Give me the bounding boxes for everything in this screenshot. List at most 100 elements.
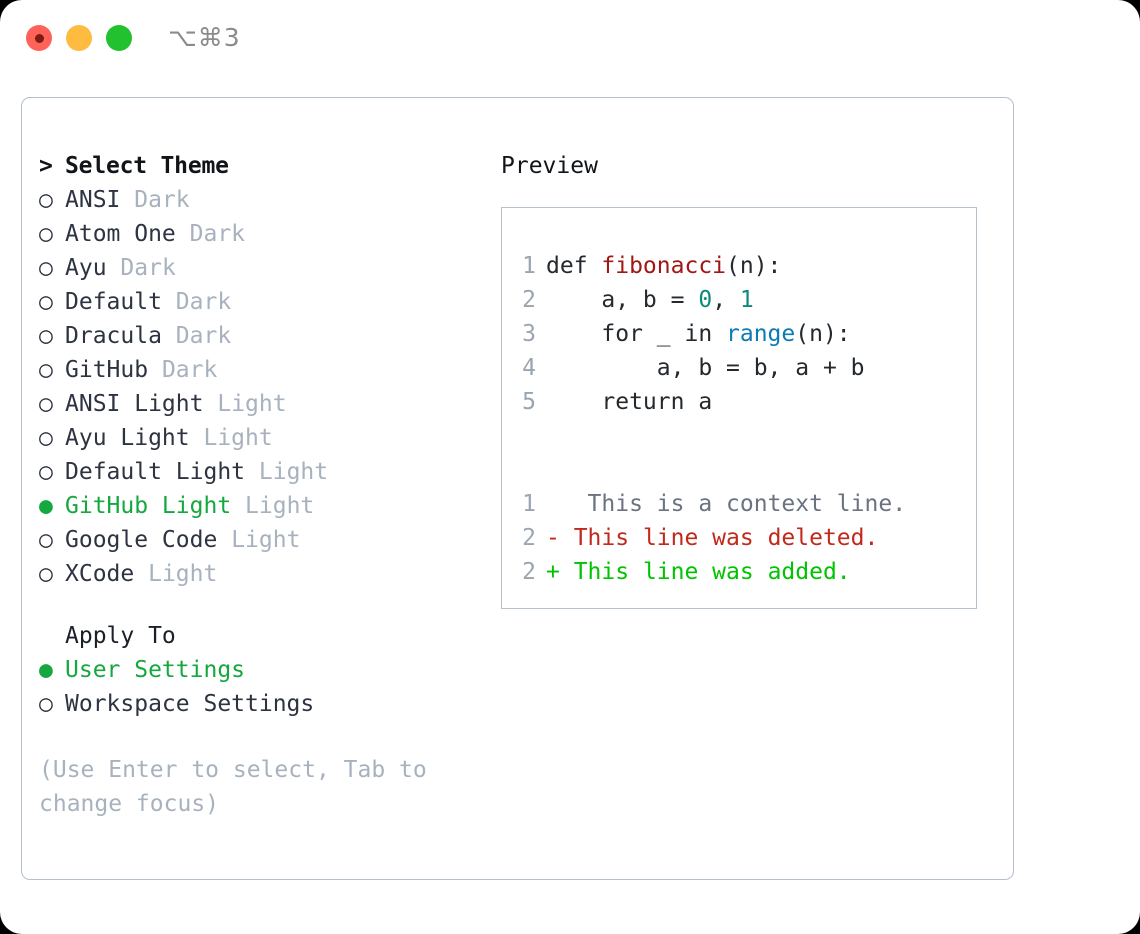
list-item[interactable]: ○ XCode Light <box>39 557 489 591</box>
list-item[interactable]: ○ ANSI Light Light <box>39 387 489 421</box>
code-token-number: 1 <box>739 287 754 313</box>
theme-category: Dark <box>120 255 176 281</box>
theme-name: ANSI Light <box>65 391 204 417</box>
code-line: 2 a, b = 0, 1 <box>502 283 976 317</box>
radio-icon[interactable]: ○ <box>39 527 53 553</box>
list-item[interactable]: ○ GitHub Dark <box>39 353 489 387</box>
radio-icon[interactable]: ○ <box>39 691 53 717</box>
radio-icon[interactable]: ○ <box>39 221 53 247</box>
line-number: 1 <box>522 491 536 517</box>
list-item[interactable]: ○ ANSI Dark <box>39 183 489 217</box>
theme-category: Dark <box>189 221 246 247</box>
list-item-selected[interactable]: ● GitHub Light Light <box>39 489 489 523</box>
theme-picker-title: Select Theme <box>65 153 229 179</box>
line-number: 4 <box>522 355 536 381</box>
theme-name: Default <box>65 289 162 315</box>
radio-icon[interactable]: ○ <box>39 255 53 281</box>
list-item[interactable]: ○ Ayu Light Light <box>39 421 489 455</box>
code-token: def <box>546 253 602 279</box>
diff-sign: + <box>546 559 560 585</box>
code-blank-line <box>502 419 976 453</box>
code-token: (n): <box>726 253 782 279</box>
window-controls <box>26 25 132 51</box>
line-number: 2 <box>522 559 536 585</box>
diff-line-added: 2 + This line was added. <box>502 555 976 589</box>
theme-name: XCode <box>65 561 135 587</box>
list-item[interactable]: ○ Dracula Dark <box>39 319 489 353</box>
theme-name: GitHub <box>65 357 149 383</box>
line-number: 5 <box>522 389 536 415</box>
code-content: a, b = 0, 1 <box>546 283 754 317</box>
minimize-button[interactable] <box>66 25 92 51</box>
diff-sign <box>546 487 560 521</box>
radio-icon[interactable]: ○ <box>39 289 53 315</box>
apply-to-option-user-settings[interactable]: ● User Settings <box>39 653 489 687</box>
radio-icon[interactable]: ○ <box>39 425 53 451</box>
keyboard-shortcut-label: ⌥⌘3 <box>168 23 241 52</box>
apply-to-header: Apply To <box>39 619 489 653</box>
diff-sign: - <box>546 525 560 551</box>
theme-picker-header: > Select Theme <box>39 149 489 183</box>
list-item[interactable]: ○ Ayu Dark <box>39 251 489 285</box>
code-content: return a <box>546 385 712 419</box>
preview-title: Preview <box>501 153 598 179</box>
code-line: 5 return a <box>502 385 976 419</box>
theme-name: ANSI <box>65 187 121 213</box>
apply-to-option-workspace-settings[interactable]: ○ Workspace Settings <box>39 687 489 721</box>
theme-name: Default Light <box>65 459 246 485</box>
theme-picker: > Select Theme ○ ANSI Dark ○ Atom One Da… <box>39 149 489 821</box>
theme-name: Google Code <box>65 527 218 553</box>
apply-to-title: Apply To <box>65 623 176 649</box>
theme-category: Dark <box>134 187 190 213</box>
zoom-button[interactable] <box>106 25 132 51</box>
theme-category: Light <box>245 493 315 519</box>
title-bar: ⌥⌘3 <box>0 0 1140 78</box>
radio-icon[interactable]: ○ <box>39 561 53 587</box>
theme-category: Dark <box>161 357 218 383</box>
radio-icon[interactable]: ○ <box>39 459 53 485</box>
code-token-function: fibonacci <box>601 253 727 279</box>
theme-list: ○ ANSI Dark ○ Atom One Dark ○ Ayu Dark <box>39 183 489 591</box>
diff-text: This is a context line. <box>559 491 907 517</box>
diff-line-deleted: 2 - This line was deleted. <box>502 521 976 555</box>
code-token-number: 0 <box>698 287 713 313</box>
theme-category: Light <box>217 391 287 417</box>
diff-line-context: 1 This is a context line. <box>502 487 976 521</box>
code-content: a, b = b, a + b <box>546 351 865 385</box>
theme-name: GitHub Light <box>65 493 232 519</box>
radio-icon[interactable]: ○ <box>39 357 53 383</box>
apply-to-option-label: Workspace Settings <box>65 691 315 717</box>
code-line: 4 a, b = b, a + b <box>502 351 976 385</box>
main-panel: > Select Theme ○ ANSI Dark ○ Atom One Da… <box>21 97 1014 880</box>
code-token: , <box>712 287 740 313</box>
code-token: for _ in <box>546 321 727 347</box>
list-item[interactable]: ○ Default Light Light <box>39 455 489 489</box>
list-item[interactable]: ○ Default Dark <box>39 285 489 319</box>
line-number: 2 <box>522 525 536 551</box>
radio-icon-selected[interactable]: ● <box>39 493 53 519</box>
keyboard-hint-text: (Use Enter to select, Tab to change focu… <box>39 757 441 817</box>
list-item[interactable]: ○ Atom One Dark <box>39 217 489 251</box>
theme-name: Atom One <box>65 221 176 247</box>
theme-name: Dracula <box>65 323 162 349</box>
code-content: def fibonacci(n): <box>546 249 781 283</box>
radio-icon[interactable]: ○ <box>39 323 53 349</box>
radio-icon-selected[interactable]: ● <box>39 657 53 683</box>
code-line: 3 for _ in range(n): <box>502 317 976 351</box>
preview-pane: Preview 1 def fibonacci(n): 2 a, b = 0, … <box>501 149 991 609</box>
theme-category: Light <box>258 459 329 485</box>
diff-text: This line was deleted. <box>559 525 879 551</box>
theme-name: Ayu <box>65 255 107 281</box>
code-token: a, b = <box>546 287 699 313</box>
preview-box: 1 def fibonacci(n): 2 a, b = 0, 1 3 for … <box>501 207 977 609</box>
close-button[interactable] <box>26 25 52 51</box>
radio-icon[interactable]: ○ <box>39 187 53 213</box>
radio-icon[interactable]: ○ <box>39 391 53 417</box>
list-item[interactable]: ○ Google Code Light <box>39 523 489 557</box>
theme-category: Light <box>231 527 301 553</box>
code-blank-line <box>502 453 976 487</box>
code-content: for _ in range(n): <box>546 317 851 351</box>
apply-to-option-label: User Settings <box>65 657 246 683</box>
code-token: (n): <box>795 321 851 347</box>
theme-name: Ayu Light <box>65 425 190 451</box>
